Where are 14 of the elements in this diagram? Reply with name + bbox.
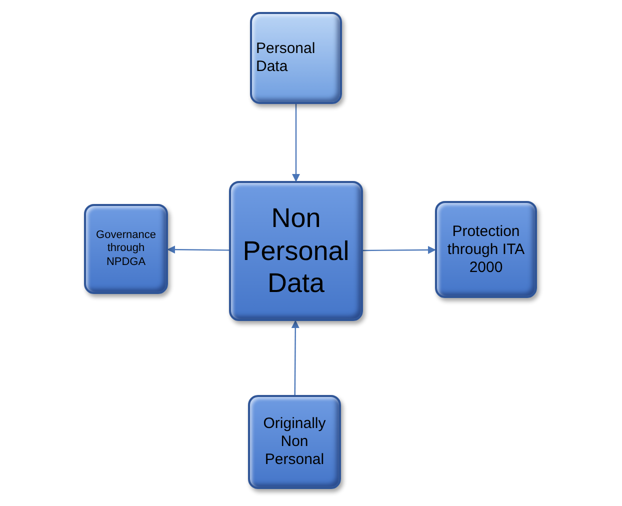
arrow: [291, 320, 300, 395]
process-box: [84, 204, 168, 294]
process-box: [250, 12, 342, 104]
box-label: Governance through NPDGA: [95, 229, 157, 269]
box-label: Non Personal Data: [242, 202, 350, 300]
arrow: [292, 104, 300, 182]
process-box: [229, 181, 363, 321]
process-box: [435, 201, 537, 298]
box-label: Originally Non Personal: [262, 415, 327, 469]
box-label: Protection through ITA 2000: [446, 222, 526, 276]
box-label: Personal Data: [256, 40, 316, 76]
arrow: [363, 246, 436, 254]
arrow: [167, 246, 229, 254]
process-box: [248, 395, 341, 489]
